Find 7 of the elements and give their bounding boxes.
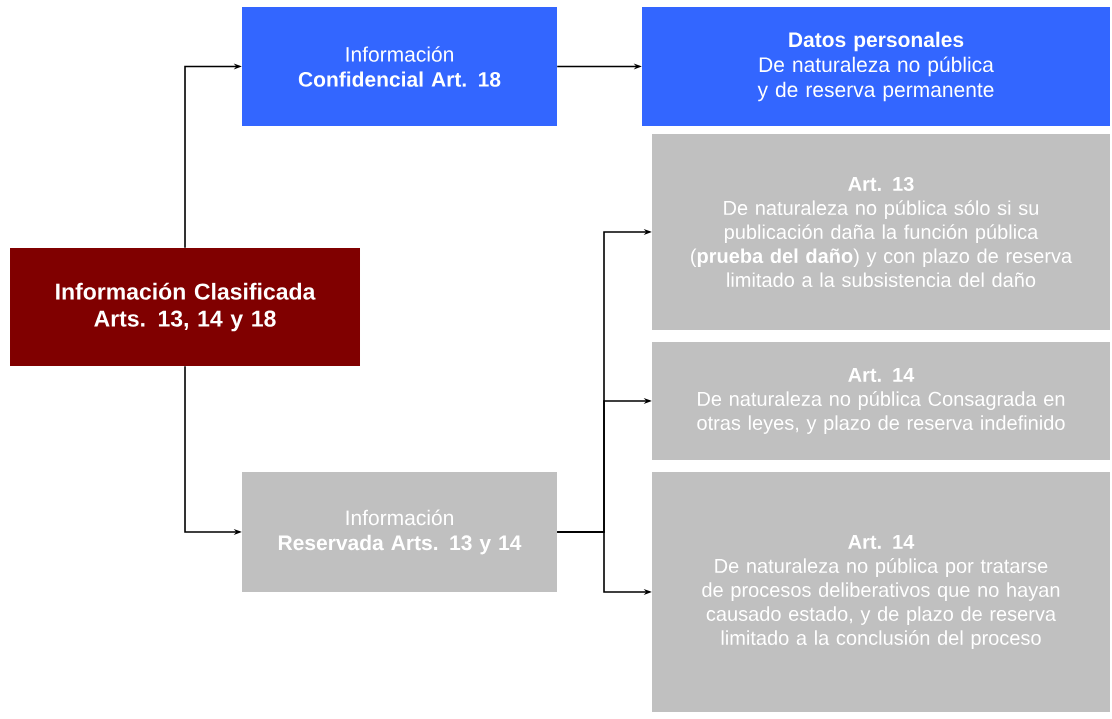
category-box: Información Reservada Arts. 13 y 14	[242, 472, 557, 592]
category-box: Información Confidencial Art. 18	[242, 7, 557, 126]
category-box: Art. 13 De naturaleza no pública sólo si su publicación daña la función pública (prueba del daño) y con plazo de reserva limitado a la subsistencia del daño	[652, 134, 1110, 330]
category-box: Art. 14 De naturaleza no pública Consagrada en otras leyes, y plazo de reserva indefinido	[652, 342, 1110, 460]
category-box: Información Clasificada Arts. 13, 14 y 18	[10, 248, 360, 366]
category-box: Datos personales De naturaleza no pública y de reserva permanente	[642, 7, 1110, 126]
category-box: Art. 14 De naturaleza no pública por tratarse de procesos deliberativos que no hayan causado estado, y de plazo de reserva limitado a la conclusión del proceso	[652, 472, 1110, 712]
